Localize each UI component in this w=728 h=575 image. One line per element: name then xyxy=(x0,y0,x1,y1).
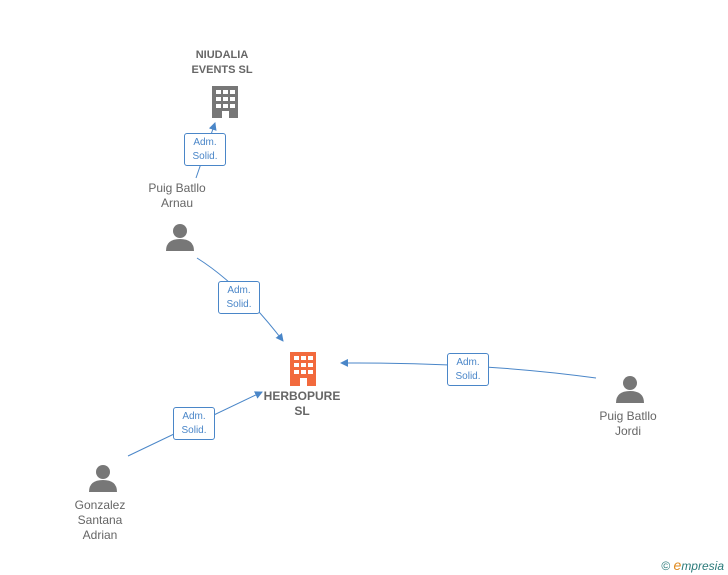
edge-label-arnau-niudalia[interactable]: Adm. Solid. xyxy=(184,133,226,166)
building-icon[interactable] xyxy=(287,350,319,386)
company-label-niudalia[interactable]: NIUDALIA EVENTS SL xyxy=(191,49,253,76)
person-icon[interactable] xyxy=(165,223,195,251)
company-label-herbopure[interactable]: HERBOPURE SL xyxy=(263,389,341,418)
person-label-jordi[interactable]: Puig Batllo Jordi xyxy=(599,409,657,438)
person-icon[interactable] xyxy=(88,464,118,492)
edge-label-arnau-herbopure[interactable]: Adm. Solid. xyxy=(218,281,260,314)
brand-initial: e xyxy=(673,557,682,573)
building-icon[interactable] xyxy=(209,84,241,118)
person-icon[interactable] xyxy=(615,375,645,403)
empresia-logo[interactable]: © empresia xyxy=(661,557,724,573)
person-label-arnau[interactable]: Puig Batllo Arnau xyxy=(148,181,206,210)
person-label-adrian[interactable]: Gonzalez Santana Adrian xyxy=(74,498,126,542)
edge-label-adrian-herbopure[interactable]: Adm. Solid. xyxy=(173,407,215,440)
copyright-symbol: © xyxy=(661,559,671,573)
edge-label-jordi-herbopure[interactable]: Adm. Solid. xyxy=(447,353,489,386)
brand-name: mpresia xyxy=(681,559,724,573)
